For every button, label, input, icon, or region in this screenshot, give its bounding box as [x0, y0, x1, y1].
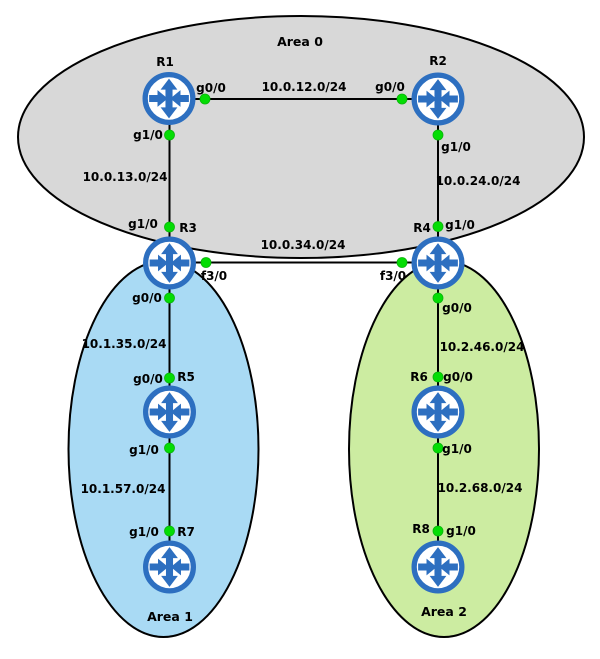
dot-r2-g1-0 [432, 129, 444, 141]
interface-label-r4-g1-0: g1/0 [445, 218, 475, 232]
router-icon-r5[interactable] [146, 388, 194, 436]
network-label-10-2-46: 10.2.46.0/24 [439, 340, 525, 354]
network-label-10-1-35: 10.1.35.0/24 [81, 337, 167, 351]
interface-label-r2-g0-0: g0/0 [375, 80, 405, 94]
dot-r5-g0-0 [164, 372, 175, 384]
router-icon-r6[interactable] [414, 388, 462, 436]
network-label-10-0-24: 10.0.24.0/24 [435, 174, 521, 188]
network-label-10-0-12: 10.0.12.0/24 [261, 80, 347, 94]
dot-r4-g1-0 [432, 221, 444, 232]
area-label-1: Area 1 [147, 608, 193, 624]
router-icon-r2[interactable] [414, 75, 462, 123]
interface-label-r6-g0-0: g0/0 [443, 370, 473, 384]
router-label-r2: R2 [429, 54, 447, 68]
dot-r1-g1-0 [164, 129, 175, 141]
interface-label-r5-g1-0: g1/0 [129, 443, 159, 457]
router-icon-r7[interactable] [146, 543, 194, 591]
interface-label-r1-g0-0: g0/0 [196, 81, 226, 95]
interface-label-r3-f3-0: f3/0 [200, 269, 228, 283]
router-icon-r8[interactable] [414, 543, 462, 591]
dot-r4-f3-0 [396, 257, 408, 268]
interface-label-r4-f3-0: f3/0 [379, 269, 407, 283]
dot-r3-f3-0 [200, 257, 212, 268]
network-label-10-1-57: 10.1.57.0/24 [80, 482, 166, 496]
interface-label-r6-g1-0: g1/0 [442, 442, 472, 456]
interface-label-r5-g0-0: g0/0 [133, 372, 163, 386]
router-label-r1: R1 [156, 55, 174, 69]
area-label-2: Area 2 [421, 603, 467, 619]
dot-r3-g0-0 [164, 292, 175, 304]
router-label-r5: R5 [177, 370, 195, 384]
interface-label-r1-g1-0: g1/0 [133, 128, 163, 142]
network-label-10-0-34: 10.0.34.0/24 [260, 238, 346, 252]
interface-label-r8-g1-0: g1/0 [446, 524, 476, 538]
network-label-10-2-68: 10.2.68.0/24 [437, 481, 523, 495]
interface-label-r2-g1-0: g1/0 [441, 140, 471, 154]
interface-label-r3-g1-0: g1/0 [128, 217, 158, 231]
area0-ellipse [17, 15, 585, 259]
router-icon-r3[interactable] [146, 239, 194, 287]
router-icon-r4[interactable] [414, 239, 462, 287]
dot-r8-g1-0 [432, 525, 444, 537]
router-label-r8: R8 [412, 522, 430, 536]
dot-r3-g1-0 [164, 221, 175, 233]
dot-r6-g1-0 [432, 442, 444, 454]
interface-label-r3-g0-0: g0/0 [132, 291, 162, 305]
router-label-r6: R6 [410, 370, 428, 384]
interface-label-r7-g1-0: g1/0 [129, 525, 159, 539]
router-label-r7: R7 [177, 525, 195, 539]
dot-r5-g1-0 [164, 442, 175, 454]
router-label-r3: R3 [179, 221, 197, 235]
area-label-0: Area 0 [277, 33, 323, 49]
interface-label-r4-g0-0: g0/0 [442, 301, 472, 315]
network-label-10-0-13: 10.0.13.0/24 [82, 170, 168, 184]
dot-r4-g0-0 [432, 292, 444, 304]
router-label-r4: R4 [413, 221, 431, 235]
dot-r7-g1-0 [164, 525, 175, 537]
dot-r6-g0-0 [432, 371, 444, 383]
dot-r1-g0-0 [199, 93, 211, 105]
dot-r2-g0-0 [396, 93, 408, 105]
router-icon-r1[interactable] [145, 75, 193, 123]
